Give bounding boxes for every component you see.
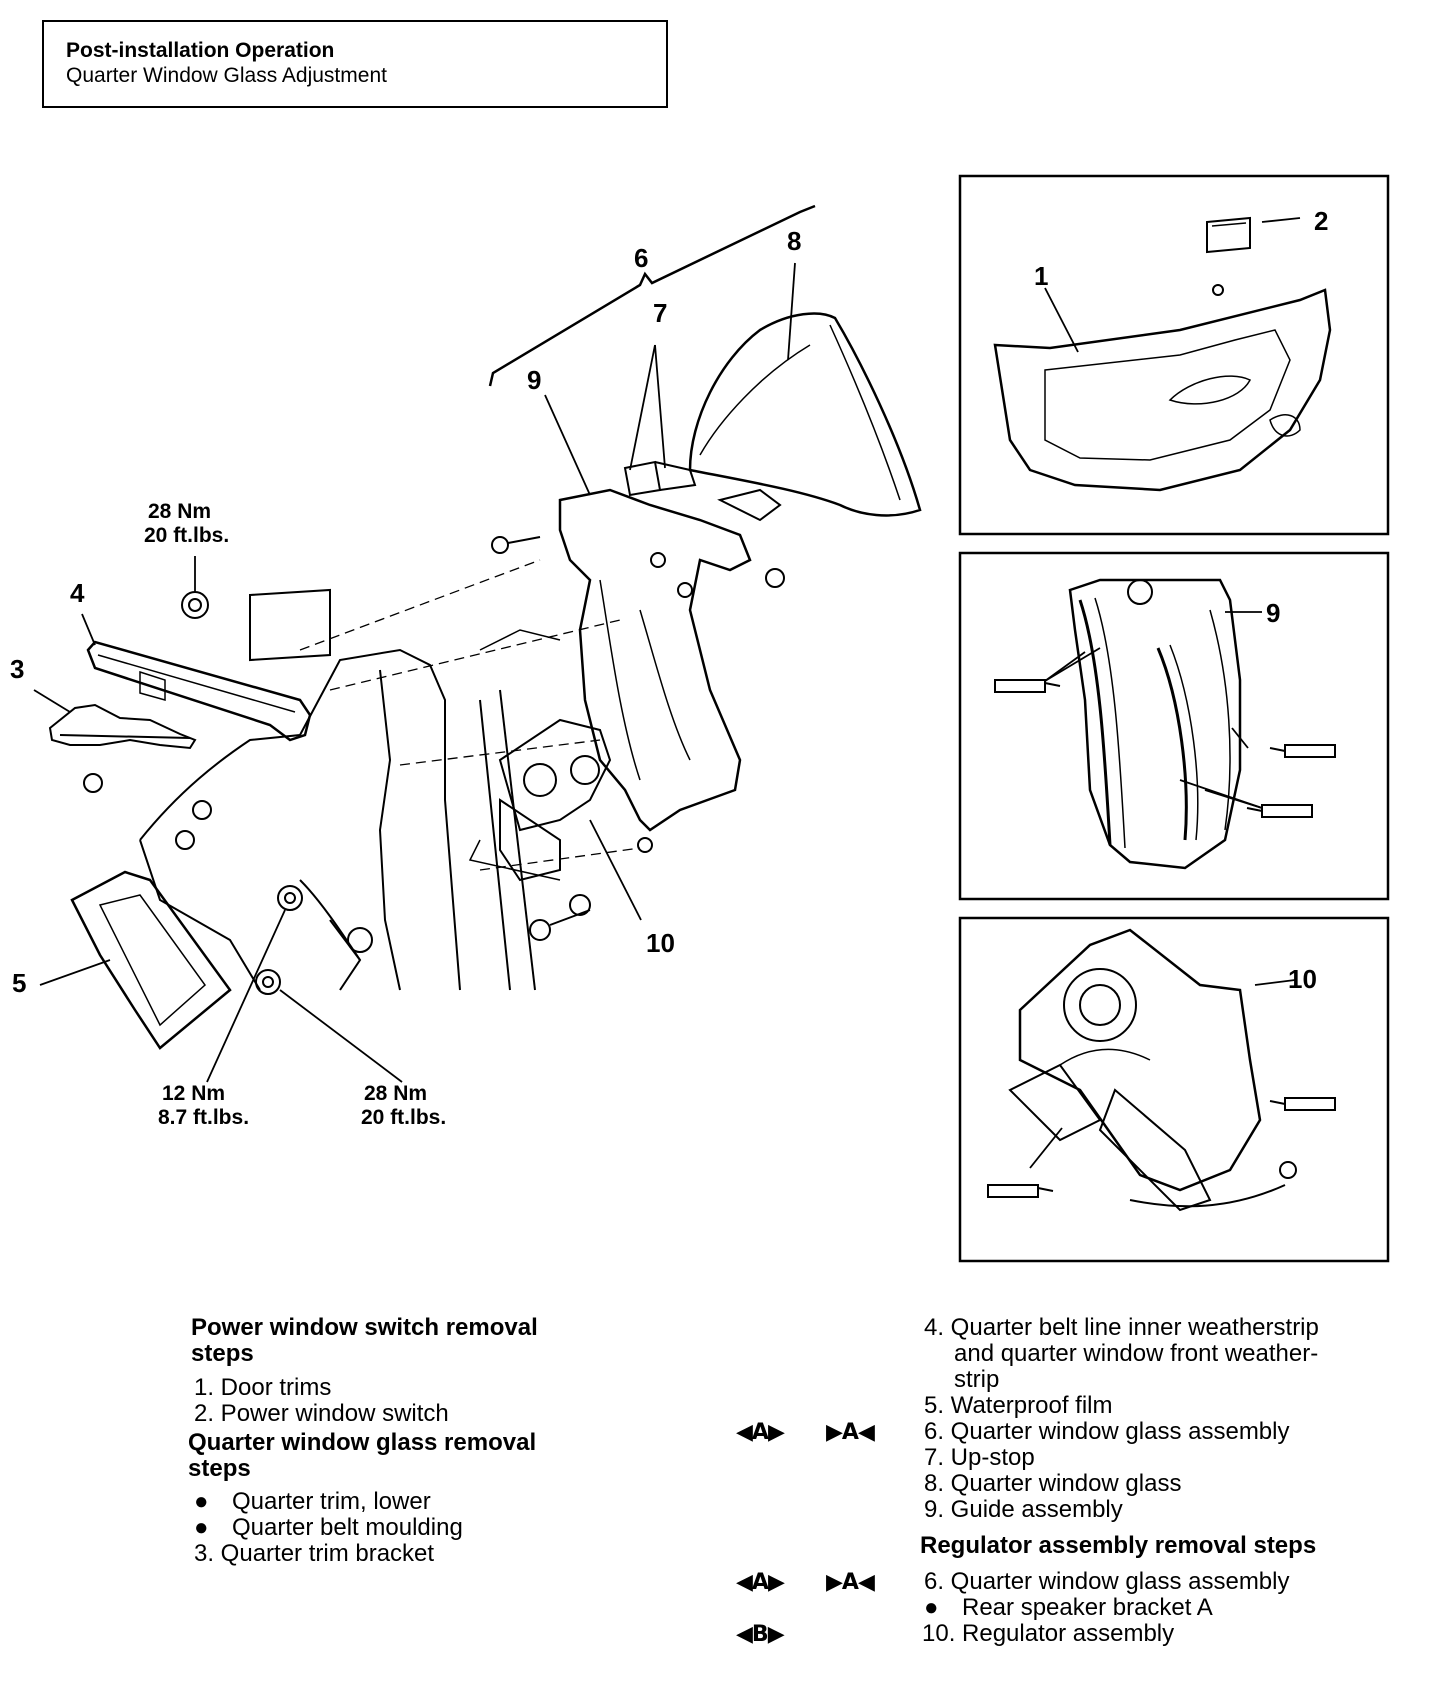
- glass-removal-heading-2: steps: [188, 1455, 251, 1482]
- detail-frame-door-trim: [958, 174, 1390, 536]
- detail-frame-guide: [958, 551, 1390, 901]
- regulator-step-bullet-label: Rear speaker bracket A: [962, 1594, 1213, 1621]
- step-4-line-3: strip: [954, 1366, 1000, 1393]
- step-9: 9. Guide assembly: [924, 1496, 1123, 1523]
- callout-10: 10: [646, 928, 675, 958]
- installation-marker-a-regulator: ▶A◀: [826, 1570, 875, 1595]
- door-trim-panel: [993, 288, 1332, 492]
- regulator-assembly: [468, 629, 612, 882]
- glass-removal-heading: Quarter window glass removal: [188, 1429, 537, 1456]
- step-7: 7. Up-stop: [924, 1444, 1035, 1471]
- step-3: 3. Quarter trim bracket: [194, 1540, 435, 1567]
- torque-3-nm: 28 Nm: [364, 1082, 428, 1105]
- step-5: 5. Waterproof film: [924, 1392, 1113, 1419]
- detail-frame-regulator: [958, 916, 1390, 1263]
- step-1: 1. Door trims: [194, 1374, 332, 1401]
- fasteners: [83, 536, 785, 995]
- quarter-window-glass: [688, 312, 922, 517]
- group-6-bracket: [488, 204, 816, 387]
- waterproof-film: [70, 870, 232, 1050]
- switch-removal-heading-2: steps: [191, 1340, 254, 1367]
- step-8: 8. Quarter window glass: [924, 1470, 1182, 1497]
- torque-3-ft: 20 ft.lbs.: [361, 1106, 447, 1129]
- callout-1: 1: [1034, 261, 1049, 291]
- header-subtitle: Quarter Window Glass Adjustment: [66, 64, 387, 87]
- callout-7: 7: [653, 298, 668, 328]
- step-6: 6. Quarter window glass assembly: [924, 1418, 1290, 1445]
- callout-9-detail: 9: [1266, 598, 1281, 628]
- torque-2-nm: 12 Nm: [162, 1082, 226, 1105]
- guide-assembly: [558, 488, 782, 832]
- callout-10-detail: 10: [1288, 964, 1317, 994]
- installation-marker-a: ▶A◀: [826, 1420, 875, 1445]
- bullet-icon: ●: [924, 1594, 939, 1621]
- torque-1-nm: 28 Nm: [148, 500, 212, 523]
- regulator-step-6: 6. Quarter window glass assembly: [924, 1568, 1290, 1595]
- bullet-icon: ●: [194, 1488, 209, 1515]
- step-4-line-1: 4. Quarter belt line inner weatherstrip: [924, 1314, 1319, 1341]
- regulator-step-10: 10. Regulator assembly: [922, 1620, 1175, 1647]
- up-stop: [623, 460, 697, 497]
- quarter-inner-panel: [139, 588, 536, 991]
- step-bullet-trim-lower: ● Quarter trim, lower: [194, 1488, 431, 1516]
- grease-tube-icons: [987, 679, 1336, 1198]
- switch-removal-heading: Power window switch removal: [191, 1314, 538, 1341]
- removal-marker-b: ◀B▶: [736, 1622, 785, 1647]
- header-box: Post-installation Operation Quarter Wind…: [42, 20, 668, 108]
- step-4-line-2: and quarter window front weather-: [954, 1340, 1319, 1367]
- callout-2: 2: [1314, 206, 1329, 236]
- assembly-lines: [299, 559, 641, 871]
- callout-9: 9: [527, 365, 542, 395]
- callout-8: 8: [787, 226, 802, 256]
- guide-assembly-detail: [1068, 578, 1242, 870]
- belt-line-weatherstrip: [86, 640, 312, 742]
- regulator-detail: [1008, 928, 1297, 1212]
- torque-2-ft: 8.7 ft.lbs.: [158, 1106, 250, 1129]
- bullet-icon: ●: [194, 1514, 209, 1541]
- regulator-step-bullet: ● Rear speaker bracket A: [924, 1594, 1213, 1622]
- removal-marker-a-regulator: ◀A▶: [736, 1570, 785, 1595]
- removal-marker-a: ◀A▶: [736, 1420, 785, 1445]
- step-bullet-trim-lower-label: Quarter trim, lower: [232, 1488, 431, 1515]
- callout-4: 4: [70, 578, 85, 608]
- step-2: 2. Power window switch: [194, 1400, 449, 1427]
- power-window-switch: [1206, 216, 1251, 296]
- leader-lines: [33, 217, 1301, 1169]
- step-bullet-belt-moulding: ● Quarter belt moulding: [194, 1514, 463, 1542]
- step-bullet-belt-moulding-label: Quarter belt moulding: [232, 1514, 463, 1541]
- torque-1-ft: 20 ft.lbs.: [144, 524, 230, 547]
- regulator-removal-heading: Regulator assembly removal steps: [920, 1532, 1317, 1559]
- quarter-trim-bracket: [48, 703, 197, 750]
- callout-6: 6: [634, 243, 649, 273]
- header-title: Post-installation Operation: [66, 39, 335, 62]
- callout-3: 3: [10, 654, 25, 684]
- callout-5: 5: [12, 968, 27, 998]
